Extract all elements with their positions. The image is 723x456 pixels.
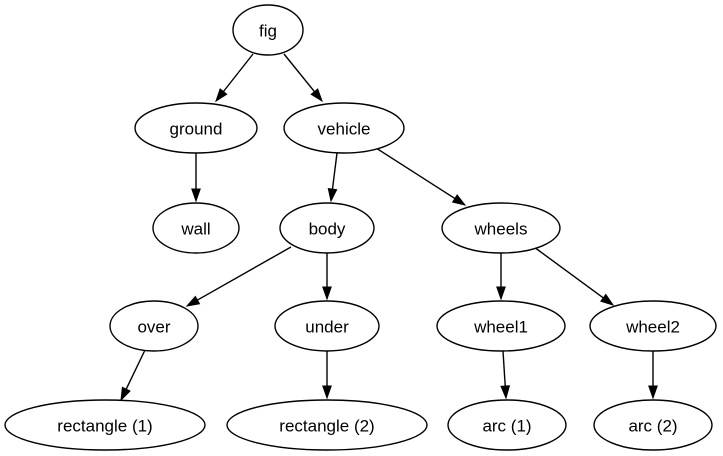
edge-over-to-rectangle1 xyxy=(120,349,146,402)
edge-wheels-to-wheel2 xyxy=(533,246,615,306)
graph-node-over[interactable]: over xyxy=(109,300,199,352)
graph-node-wheel1[interactable]: wheel1 xyxy=(436,300,566,352)
graph-node-ground[interactable]: ground xyxy=(134,102,258,154)
graph-node-arc1[interactable]: arc (1) xyxy=(447,399,567,451)
node-shape xyxy=(441,202,561,254)
graph-node-body[interactable]: body xyxy=(279,202,375,254)
edge-wheel2-to-arc2 xyxy=(648,351,658,400)
edge-vehicle-to-wheels xyxy=(375,147,467,206)
edge-line xyxy=(124,349,146,391)
node-shape xyxy=(593,399,713,451)
arrowhead-icon xyxy=(322,286,332,301)
edges-layer xyxy=(120,53,658,402)
arrowhead-icon xyxy=(322,385,332,400)
edge-wheel1-to-arc1 xyxy=(500,350,511,400)
node-shape xyxy=(226,399,428,451)
edge-under-to-rectangle2 xyxy=(322,351,332,400)
edge-body-to-under xyxy=(322,253,332,301)
arrowhead-icon xyxy=(327,187,338,203)
node-shape xyxy=(232,4,304,56)
node-shape xyxy=(4,399,206,451)
node-shape xyxy=(109,300,199,352)
edge-vehicle-to-body xyxy=(327,152,338,203)
edge-line xyxy=(502,350,507,388)
arrowhead-icon xyxy=(600,293,615,306)
graph-node-vehicle[interactable]: vehicle xyxy=(283,102,405,154)
edge-line xyxy=(331,152,338,191)
graph-node-arc2[interactable]: arc (2) xyxy=(593,399,713,451)
nodes-layer: fig ground vehicle wall body wheels over under w… xyxy=(4,4,717,451)
graph-node-rectangle2[interactable]: rectangle (2) xyxy=(226,399,428,451)
edge-fig-to-vehicle xyxy=(283,53,323,103)
graph-node-fig[interactable]: fig xyxy=(232,4,304,56)
node-shape xyxy=(589,300,717,352)
edge-body-to-over xyxy=(185,246,292,307)
arrowhead-icon xyxy=(310,88,323,103)
arrowhead-icon xyxy=(215,88,228,103)
graph-node-wheel2[interactable]: wheel2 xyxy=(589,300,717,352)
edge-line xyxy=(195,246,292,302)
node-shape xyxy=(274,300,380,352)
node-shape xyxy=(152,202,240,254)
edge-line xyxy=(375,147,457,200)
edge-line xyxy=(533,246,605,300)
arrowhead-icon xyxy=(451,194,467,206)
edge-fig-to-ground xyxy=(215,53,254,103)
arrowhead-icon xyxy=(191,188,201,203)
arrowhead-icon xyxy=(648,385,658,400)
node-shape xyxy=(134,102,258,154)
arrowhead-icon xyxy=(185,295,201,307)
arrowhead-icon xyxy=(496,286,506,301)
edge-line xyxy=(221,53,254,94)
graph-node-under[interactable]: under xyxy=(274,300,380,352)
arrowhead-icon xyxy=(120,386,131,402)
graph-node-wheels[interactable]: wheels xyxy=(441,202,561,254)
graph-node-wall[interactable]: wall xyxy=(152,202,240,254)
node-shape xyxy=(436,300,566,352)
node-shape xyxy=(447,399,567,451)
node-shape xyxy=(283,102,405,154)
edge-wheels-to-wheel1 xyxy=(496,253,506,301)
edge-line xyxy=(283,53,316,94)
graph-node-rectangle1[interactable]: rectangle (1) xyxy=(4,399,206,451)
edge-ground-to-wall xyxy=(191,153,201,203)
node-shape xyxy=(279,202,375,254)
arrowhead-icon xyxy=(500,385,511,400)
